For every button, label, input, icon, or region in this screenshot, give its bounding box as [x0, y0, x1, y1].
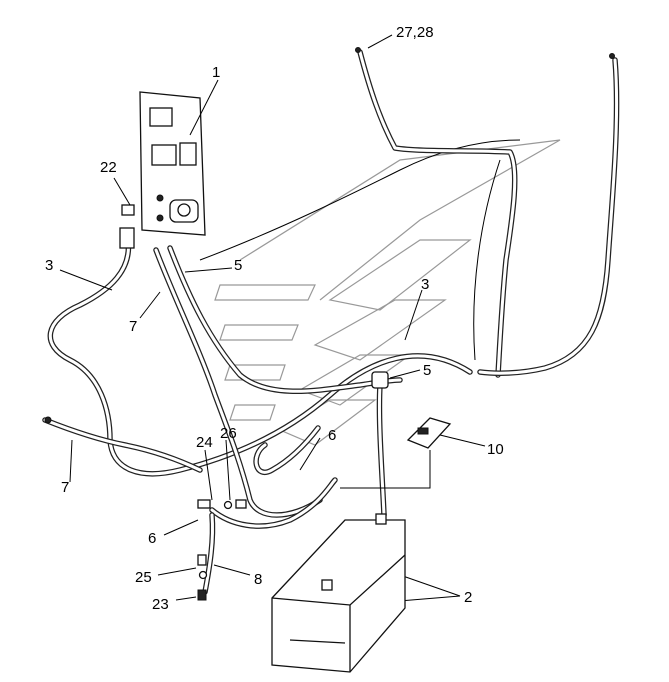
junction-block [406, 417, 452, 449]
body-panel-outline [199, 139, 521, 261]
connector-line-2a [399, 574, 461, 597]
label-6-lower: 6 [148, 530, 156, 547]
label-5-top: 5 [234, 257, 242, 274]
label-7-upper: 7 [129, 318, 137, 335]
label-1: 1 [212, 64, 220, 81]
cables [42, 49, 620, 595]
label-6-middle: 6 [328, 427, 336, 444]
background-logo-watermark [214, 139, 561, 446]
battery [271, 513, 406, 673]
label-22: 22 [100, 159, 117, 176]
label-3-right: 3 [421, 276, 429, 293]
label-23: 23 [152, 596, 169, 613]
relay-mounting-plate [119, 91, 206, 249]
label-27-28: 27,28 [396, 24, 434, 41]
label-5-right: 5 [423, 362, 431, 379]
label-2: 2 [464, 589, 472, 606]
body-panel-edge [473, 159, 501, 361]
label-10: 10 [487, 441, 504, 458]
label-26: 26 [220, 425, 237, 442]
label-7-lower: 7 [61, 479, 69, 496]
connector-line-10 [340, 450, 431, 489]
terminal-hardware [44, 47, 615, 601]
cable-clamp [371, 371, 389, 389]
label-3-left: 3 [45, 257, 53, 274]
label-25: 25 [135, 569, 152, 586]
label-8: 8 [254, 571, 262, 588]
label-24: 24 [196, 434, 213, 451]
leader-lines [59, 34, 486, 601]
